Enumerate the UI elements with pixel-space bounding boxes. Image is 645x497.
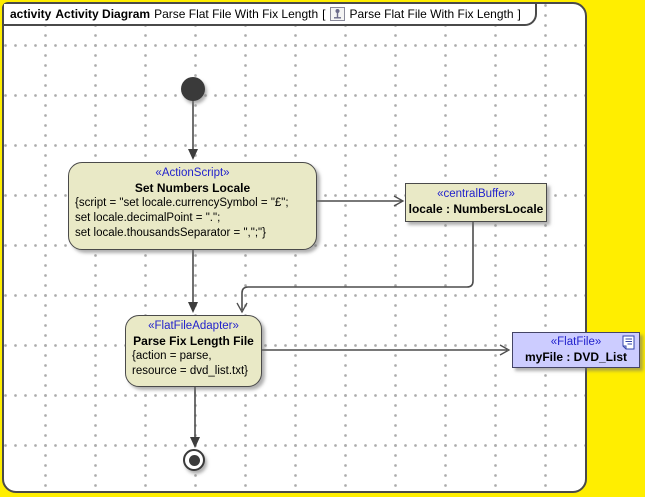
initial-node[interactable] xyxy=(181,77,205,101)
frame-inner-name: Parse Flat File With Fix Length xyxy=(349,7,514,21)
stereotype-label: «FlatFile» xyxy=(550,336,602,348)
flat-file-name: myFile : DVD_List xyxy=(524,350,628,364)
stereotype-label: «FlatFileAdapter» xyxy=(148,320,239,332)
bracket-open: [ xyxy=(322,7,326,21)
final-node-dot xyxy=(188,454,200,466)
bracket-close: ] xyxy=(517,7,521,21)
action-set-numbers-locale[interactable]: «ActionScript» Set Numbers Locale {scrip… xyxy=(68,162,317,250)
diagram-type-label: Activity Diagram xyxy=(55,7,151,21)
script-line: set locale.decimalPoint = "."; xyxy=(75,212,221,224)
frame-keyword: activity xyxy=(10,7,52,21)
action-parse-fix-length-file[interactable]: «FlatFileAdapter» Parse Fix Length File … xyxy=(125,315,262,387)
script-line: {script = "set locale.currencySymbol = "… xyxy=(75,197,289,209)
diagram-name-label: Parse Flat File With Fix Length xyxy=(154,7,319,21)
buffer-name: locale : NumbersLocale xyxy=(408,202,544,216)
frame-header[interactable]: activity Activity Diagram Parse Flat Fil… xyxy=(4,4,537,26)
script-line: {action = parse, xyxy=(132,350,212,362)
activity-final-node[interactable] xyxy=(183,449,205,471)
script-line: set locale.thousandsSeparator = ",";"} xyxy=(75,227,266,239)
script-line: resource = dvd_list.txt} xyxy=(132,365,249,377)
activity-diagram-icon xyxy=(330,7,346,21)
action-name: Set Numbers Locale xyxy=(134,181,251,195)
central-buffer-node[interactable]: «centralBuffer» locale : NumbersLocale xyxy=(405,183,547,222)
action-name: Parse Fix Length File xyxy=(133,334,254,348)
stereotype-label: «centralBuffer» xyxy=(437,188,515,200)
flat-file-node[interactable]: «FlatFile» myFile : DVD_List xyxy=(512,332,640,368)
stereotype-label: «ActionScript» xyxy=(155,167,230,179)
document-icon xyxy=(622,335,635,350)
